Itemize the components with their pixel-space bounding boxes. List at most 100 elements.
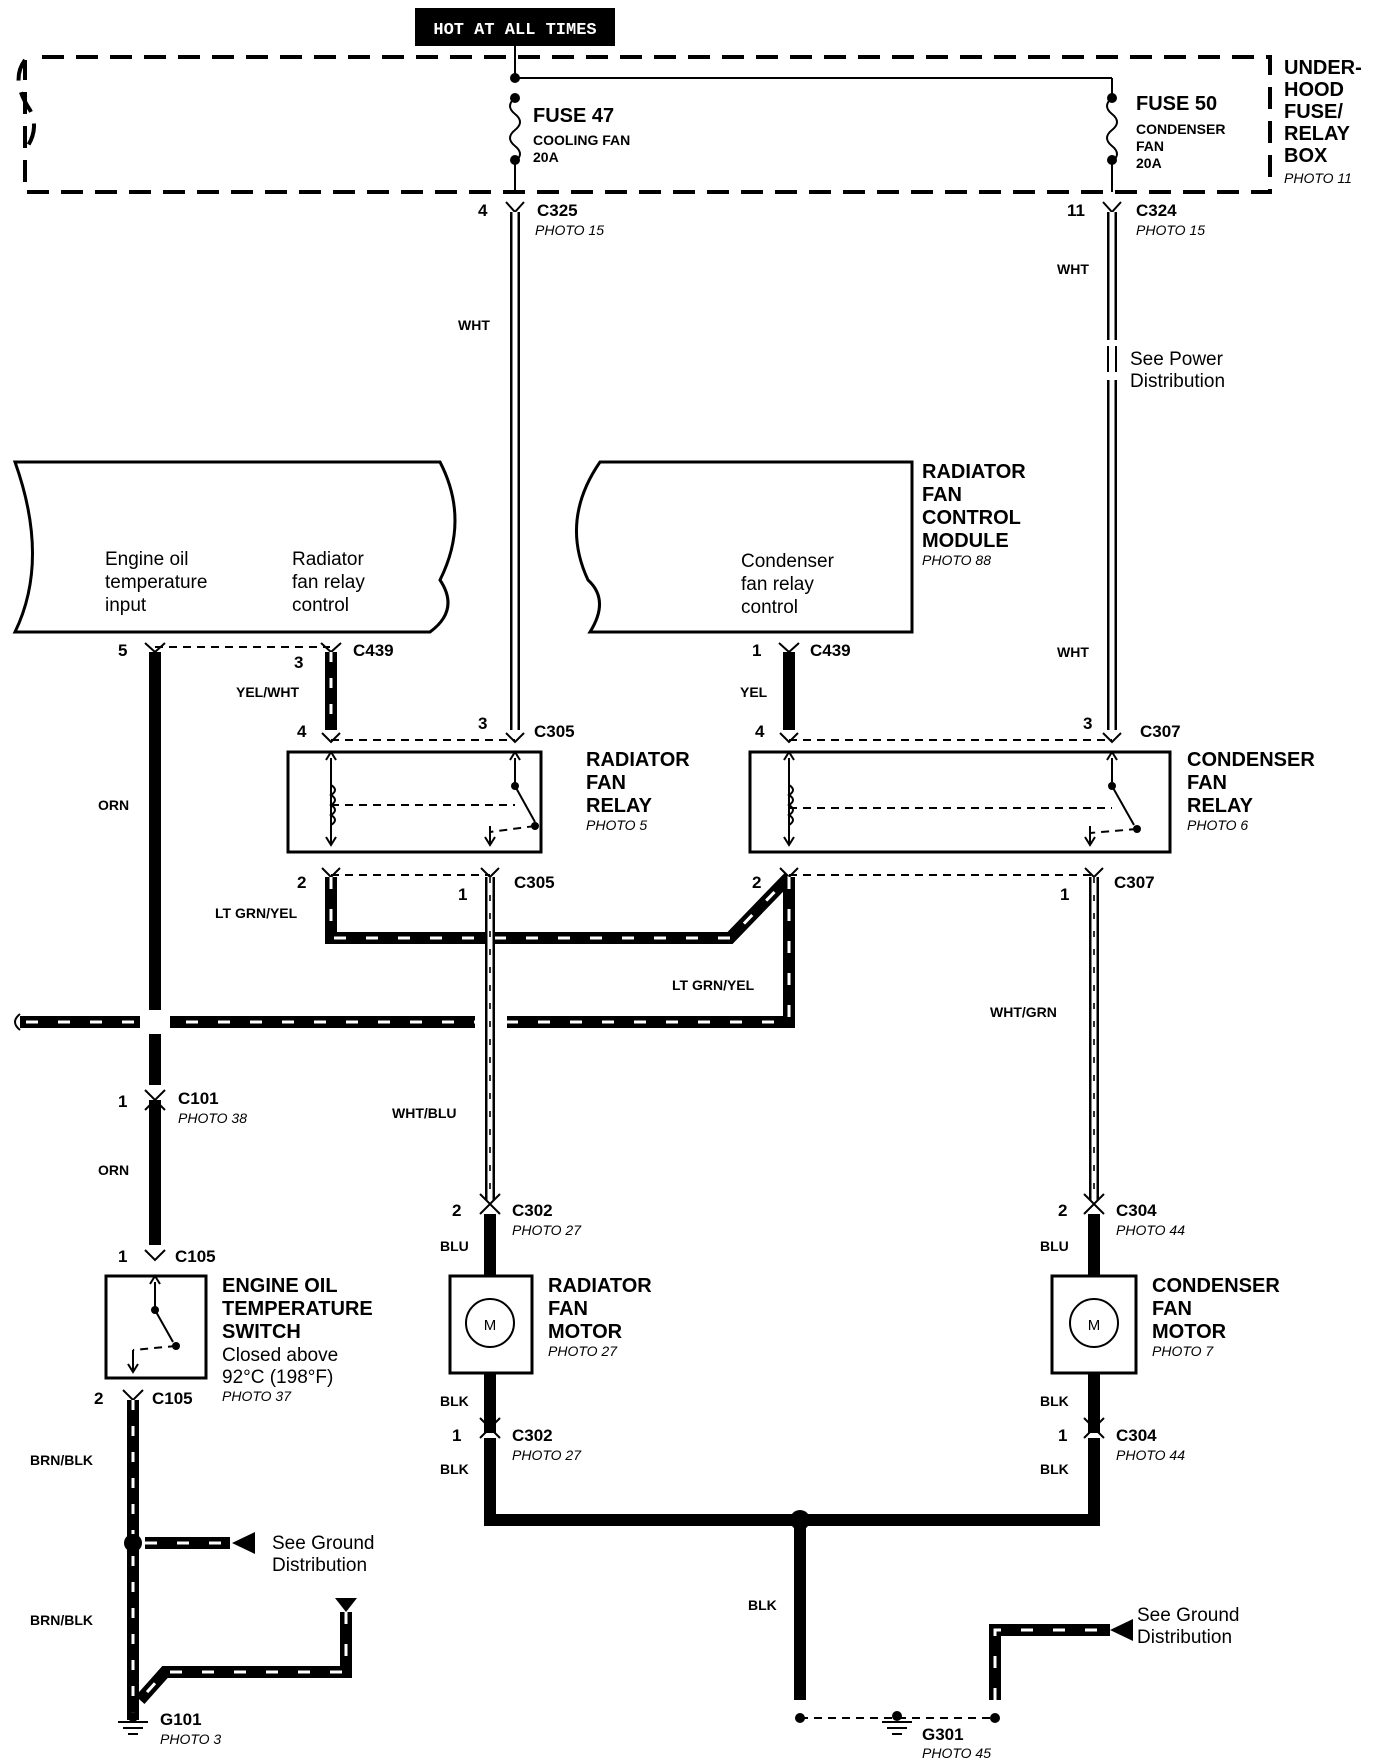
- svg-text:4: 4: [478, 201, 488, 220]
- svg-text:1: 1: [118, 1247, 127, 1266]
- radiator-fan-control-module: Condenser fan relay control RADIATOR FAN…: [574, 460, 1026, 634]
- svg-text:C304: C304: [1116, 1201, 1157, 1220]
- svg-text:C305: C305: [514, 873, 555, 892]
- svg-text:BOX: BOX: [1284, 145, 1328, 167]
- connector-c324: 11 C324 PHOTO 15: [1067, 201, 1205, 238]
- svg-text:PHOTO 11: PHOTO 11: [1284, 170, 1352, 186]
- svg-text:1: 1: [1060, 885, 1069, 904]
- wire-wht-right: WHT WHT See Power Distribution: [1057, 212, 1225, 730]
- svg-text:BRN/BLK: BRN/BLK: [30, 1452, 93, 1468]
- svg-text:RADIATOR: RADIATOR: [548, 1275, 652, 1297]
- fuse-50: FUSE 50 CONDENSER FAN 20A: [1106, 78, 1225, 192]
- svg-text:control: control: [741, 597, 798, 618]
- svg-text:RELAY: RELAY: [1284, 123, 1351, 145]
- svg-text:3: 3: [1083, 714, 1092, 733]
- hot-at-all-times-label: HOT AT ALL TIMES: [415, 8, 615, 46]
- svg-text:G101: G101: [160, 1710, 202, 1729]
- svg-text:ENGINE OIL: ENGINE OIL: [222, 1275, 338, 1297]
- svg-text:PHOTO 27: PHOTO 27: [512, 1447, 582, 1463]
- svg-text:FUSE 50: FUSE 50: [1136, 93, 1217, 115]
- wire-orn: ORN ORN: [98, 652, 161, 1245]
- condenser-fan-relay[interactable]: 4 3 C307 CONDENSER FAN RELAY PHOTO 6 2 1…: [748, 714, 1315, 904]
- svg-text:FAN: FAN: [586, 772, 626, 794]
- svg-text:FUSE 47: FUSE 47: [533, 105, 614, 127]
- svg-text:20A: 20A: [1136, 155, 1162, 171]
- svg-text:PHOTO 45: PHOTO 45: [922, 1745, 991, 1760]
- svg-text:BLU: BLU: [1040, 1238, 1069, 1254]
- svg-text:HOT AT ALL TIMES: HOT AT ALL TIMES: [433, 21, 596, 40]
- svg-text:PHOTO 37: PHOTO 37: [222, 1388, 292, 1404]
- connector-c101: 1 C101 PHOTO 38: [118, 1089, 247, 1126]
- svg-text:control: control: [292, 595, 349, 616]
- wire-blk-ground: BLK See Ground Distribution: [484, 1438, 1239, 1723]
- fuse-47: FUSE 47 COOLING FAN 20A: [509, 93, 630, 192]
- svg-text:C439: C439: [353, 641, 394, 660]
- svg-text:ORN: ORN: [98, 797, 129, 813]
- svg-text:temperature: temperature: [105, 572, 207, 593]
- connector-c325: 4 C325 PHOTO 15: [478, 201, 604, 238]
- svg-text:BLK: BLK: [440, 1461, 469, 1477]
- svg-text:PHOTO 5: PHOTO 5: [586, 817, 647, 833]
- svg-text:M: M: [1088, 1317, 1101, 1334]
- svg-text:92°C (198°F): 92°C (198°F): [222, 1367, 333, 1388]
- svg-text:Condenser: Condenser: [741, 551, 835, 572]
- svg-text:20A: 20A: [533, 149, 559, 165]
- svg-text:YEL: YEL: [740, 684, 768, 700]
- radiator-fan-motor: 2 C302 PHOTO 27 BLU M RADIATOR FAN MOTOR…: [440, 1193, 652, 1477]
- svg-text:PHOTO 27: PHOTO 27: [548, 1343, 618, 1359]
- svg-text:C105: C105: [152, 1389, 193, 1408]
- svg-text:WHT/GRN: WHT/GRN: [990, 1004, 1057, 1020]
- svg-text:C325: C325: [537, 201, 578, 220]
- svg-text:BLK: BLK: [440, 1393, 469, 1409]
- svg-text:2: 2: [297, 873, 306, 892]
- svg-text:RELAY: RELAY: [1187, 795, 1254, 817]
- svg-text:C307: C307: [1140, 722, 1181, 741]
- svg-text:3: 3: [294, 653, 303, 672]
- svg-text:PHOTO 44: PHOTO 44: [1116, 1447, 1185, 1463]
- svg-text:PHOTO 27: PHOTO 27: [512, 1222, 582, 1238]
- svg-text:FUSE/: FUSE/: [1284, 101, 1343, 123]
- wire-yel-wht: YEL/WHT: [236, 652, 337, 730]
- svg-text:C305: C305: [534, 722, 575, 741]
- wire-yel: YEL: [740, 652, 795, 730]
- wire-wht-blu: WHT/BLU: [392, 877, 495, 1200]
- svg-text:C105: C105: [175, 1247, 216, 1266]
- svg-text:RADIATOR: RADIATOR: [922, 461, 1026, 483]
- svg-text:CONDENSER: CONDENSER: [1152, 1275, 1280, 1297]
- svg-text:C307: C307: [1114, 873, 1155, 892]
- svg-text:LT GRN/YEL: LT GRN/YEL: [672, 977, 755, 993]
- radiator-fan-relay[interactable]: 4 3 C305 RADIATOR FAN RELAY PHOTO 5 2 1 …: [286, 714, 690, 904]
- engine-oil-temperature-switch: 1 C105 ENGINE OIL TEMPERATURE SWITCH Clo…: [94, 1247, 373, 1408]
- svg-text:FAN: FAN: [548, 1298, 588, 1320]
- svg-text:PHOTO 6: PHOTO 6: [1187, 817, 1248, 833]
- fuse-relay-box: UNDER- HOOD FUSE/ RELAY BOX PHOTO 11: [16, 55, 1362, 194]
- ground-g301: G301 PHOTO 45: [882, 1711, 991, 1760]
- svg-text:PHOTO 88: PHOTO 88: [922, 552, 991, 568]
- wire-lt-grn-yel: LT GRN/YEL LT GRN/YEL: [14, 872, 795, 1034]
- svg-text:FAN: FAN: [1152, 1298, 1192, 1320]
- svg-text:fan relay: fan relay: [741, 574, 814, 595]
- svg-text:See Ground: See Ground: [272, 1533, 374, 1554]
- svg-text:RADIATOR: RADIATOR: [586, 749, 690, 771]
- svg-text:BRN/BLK: BRN/BLK: [30, 1612, 93, 1628]
- svg-text:C302: C302: [512, 1426, 553, 1445]
- condenser-fan-motor: 2 C304 PHOTO 44 BLU M CONDENSER FAN MOTO…: [1040, 1193, 1280, 1477]
- engine-control-module: Engine oil temperature input Radiator fa…: [12, 460, 457, 634]
- svg-text:4: 4: [297, 722, 307, 741]
- svg-text:5: 5: [118, 641, 127, 660]
- svg-text:11: 11: [1067, 201, 1085, 220]
- svg-text:G301: G301: [922, 1725, 964, 1744]
- svg-text:PHOTO 7: PHOTO 7: [1152, 1343, 1214, 1359]
- svg-text:BLK: BLK: [1040, 1393, 1069, 1409]
- svg-text:MOTOR: MOTOR: [1152, 1321, 1227, 1343]
- wire-wht-left: WHT: [458, 212, 520, 730]
- svg-text:MODULE: MODULE: [922, 530, 1009, 552]
- svg-text:LT GRN/YEL: LT GRN/YEL: [215, 905, 298, 921]
- svg-text:TEMPERATURE: TEMPERATURE: [222, 1298, 373, 1320]
- svg-text:ORN: ORN: [98, 1162, 129, 1178]
- svg-text:fan relay: fan relay: [292, 572, 365, 593]
- svg-text:2: 2: [452, 1201, 461, 1220]
- svg-text:WHT: WHT: [1057, 644, 1089, 660]
- svg-text:1: 1: [458, 885, 467, 904]
- svg-text:2: 2: [94, 1389, 103, 1408]
